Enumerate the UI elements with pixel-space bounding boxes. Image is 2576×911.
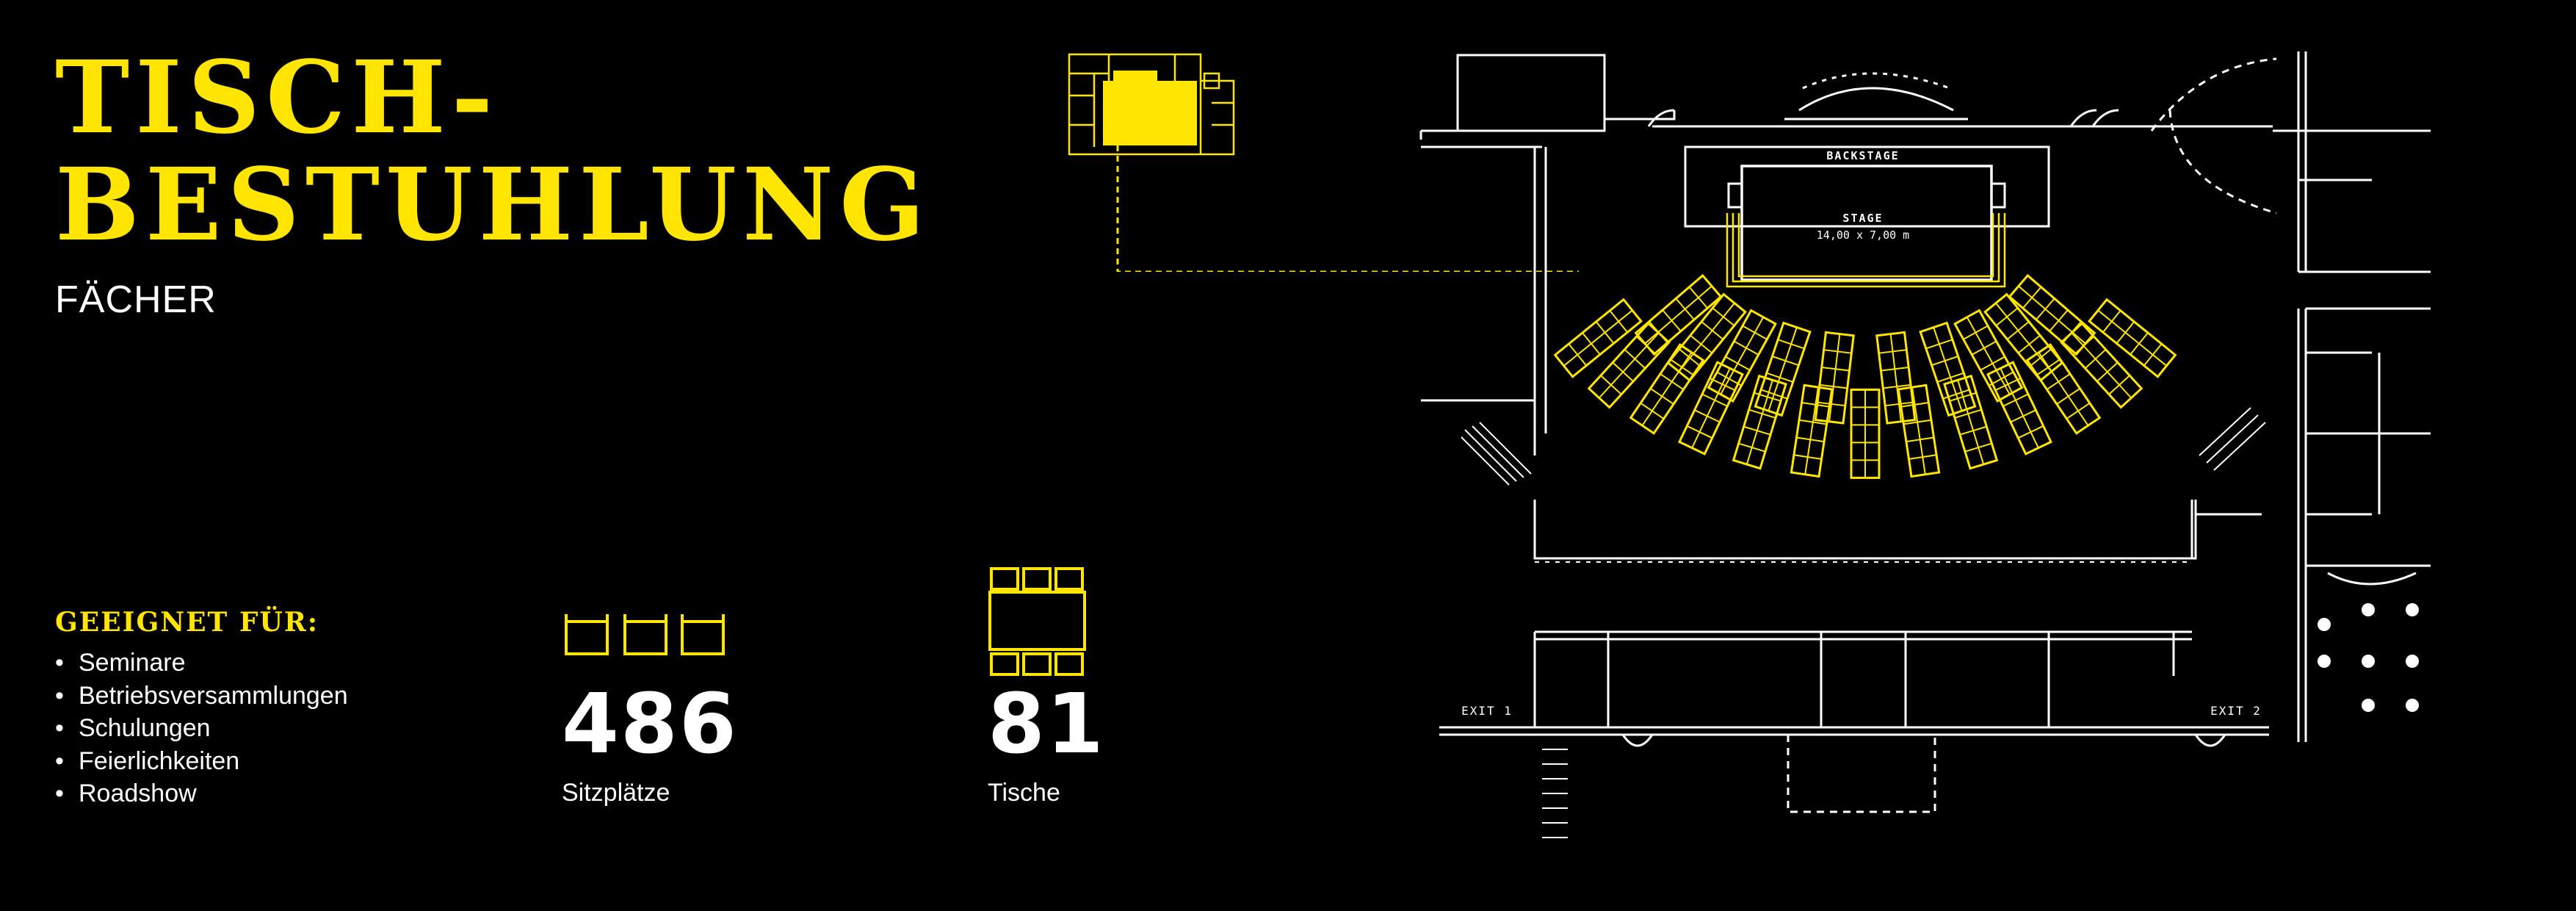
- list-item: •Seminare: [55, 649, 186, 677]
- floor-plan: BACKSTAGE STAGE 14,00 x 7,00 m EXIT 1 EX…: [1419, 51, 2431, 838]
- seats-icon: [565, 614, 725, 655]
- tables-icon: [988, 567, 1086, 676]
- stairs: [1461, 407, 2266, 838]
- table-block: [1732, 374, 1787, 470]
- list-item: •Roadshow: [55, 779, 197, 807]
- title-line-1: TISCH-: [55, 39, 499, 156]
- table-block: [1587, 322, 1671, 409]
- table-block: [2088, 298, 2177, 378]
- table-block: [1754, 321, 1812, 417]
- table-block: [1707, 309, 1777, 403]
- table-block: [1897, 384, 1941, 478]
- seats-stat: 486 Sitzplätze: [562, 683, 738, 807]
- seating-tables: [1553, 273, 2177, 479]
- table-block: [1919, 321, 1977, 417]
- page-subtitle: FÄCHER: [55, 278, 217, 321]
- tables-label: Tische: [988, 779, 1060, 807]
- exit-2-label: EXIT 2: [2210, 704, 2262, 718]
- stage-label: STAGE: [1842, 212, 1883, 225]
- table-block: [1790, 384, 1834, 478]
- bistro-tables: [2318, 603, 2419, 712]
- stage-risers: [1726, 213, 2006, 288]
- seats-label: Sitzplätze: [562, 779, 670, 807]
- exit-1-label: EXIT 1: [1461, 704, 1513, 718]
- table-block: [1953, 309, 2024, 403]
- table-block: [1678, 361, 1744, 455]
- table-block: [1850, 388, 1881, 479]
- list-item: •Schulungen: [55, 714, 211, 742]
- table-block: [1943, 374, 1999, 470]
- building-keyplan: [1068, 53, 1579, 272]
- keyplan-leader-line: [1116, 145, 1579, 272]
- list-item: •Feierlichkeiten: [55, 746, 240, 775]
- table-block: [2060, 322, 2143, 409]
- tables-count: 81: [988, 677, 1105, 772]
- table-block: [1553, 298, 1643, 378]
- title-line-2: BESTUHLUNG: [55, 146, 931, 264]
- suitability-list: •Seminare •Betriebsversammlungen •Schulu…: [55, 647, 348, 810]
- backstage-label: BACKSTAGE: [1826, 149, 1899, 162]
- table-block: [1629, 343, 1705, 435]
- walls: [1419, 51, 2431, 813]
- seats-count: 486: [562, 677, 738, 772]
- page-title: TISCH- BESTUHLUNG: [55, 44, 930, 259]
- table-block: [1875, 331, 1917, 425]
- stage-size-label: 14,00 x 7,00 m: [1817, 228, 1909, 242]
- table-block: [2025, 343, 2102, 435]
- keyplan-highlight: [1103, 81, 1197, 145]
- tables-stat: 81 Tische: [988, 683, 1105, 807]
- list-item: •Betriebsversammlungen: [55, 681, 348, 710]
- table-block: [1814, 331, 1855, 425]
- suitability-heading: GEEIGNET FÜR:: [55, 607, 319, 638]
- table-block: [1986, 361, 2052, 455]
